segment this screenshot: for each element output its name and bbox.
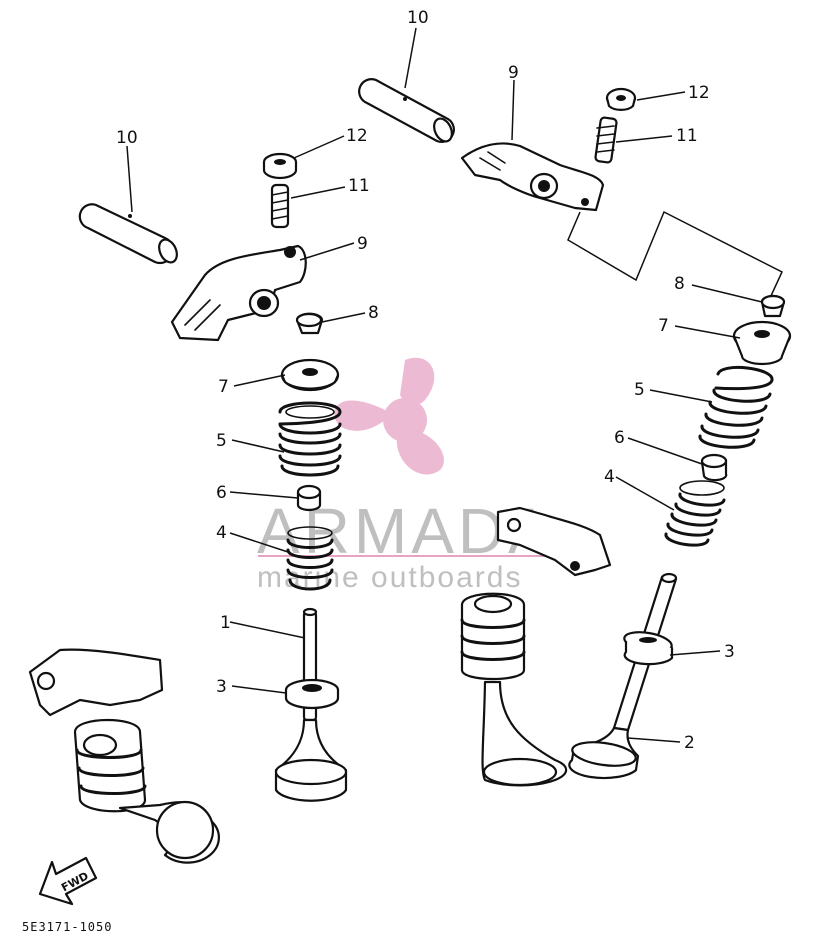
callout-4-left: 4: [216, 523, 227, 543]
callout-12-right: 12: [688, 83, 710, 103]
callout-1: 1: [220, 613, 231, 633]
inner-valve-spring-left: [286, 526, 334, 591]
locknut-right: [605, 87, 637, 111]
rocker-shaft-left: [78, 203, 178, 265]
fwd-arrow-icon: FWD: [38, 856, 98, 906]
valve-cotter-left: [295, 312, 324, 335]
locknut-left: [262, 152, 298, 180]
callout-8-right: 8: [674, 274, 685, 294]
callout-8-left: 8: [368, 303, 379, 323]
callout-3-left: 3: [216, 677, 227, 697]
spring-retainer-right: [732, 320, 792, 366]
callout-5-right: 5: [634, 380, 645, 400]
assembled-valve-center: [460, 506, 612, 787]
leader-lines: [126, 27, 763, 743]
adjusting-screw-left: [270, 183, 290, 229]
callout-2: 2: [684, 733, 695, 753]
callout-9-right: 9: [508, 63, 519, 83]
callout-11-left: 11: [348, 176, 370, 196]
callout-9-left: 9: [357, 234, 368, 254]
adjusting-screw-right: [594, 116, 618, 164]
assembled-valve-left: [28, 648, 220, 864]
valve-seat-left: [284, 678, 340, 710]
callout-11-right: 11: [676, 126, 698, 146]
callout-6-right: 6: [614, 428, 625, 448]
rocker-shaft-right: [358, 78, 455, 143]
callout-4-right: 4: [604, 467, 615, 487]
inner-valve-spring-right: [664, 480, 726, 547]
assembly-connector-line: [567, 210, 783, 299]
callout-6-left: 6: [216, 483, 227, 503]
outer-valve-spring-left: [278, 401, 342, 477]
callout-12-left: 12: [346, 126, 368, 146]
callout-3-right: 3: [724, 642, 735, 662]
valve-cotter-right: [760, 294, 786, 318]
callout-10-right: 10: [407, 8, 429, 28]
part-code: 5E3171-1050: [22, 920, 112, 934]
spring-retainer-left: [280, 358, 340, 392]
propeller-logo-icon: [334, 357, 444, 475]
callout-10-left: 10: [116, 128, 138, 148]
stem-seal-left: [296, 484, 322, 512]
callout-7-right: 7: [658, 316, 669, 336]
rocker-arm-right: [460, 142, 605, 212]
stem-seal-right: [700, 453, 728, 482]
callout-7-left: 7: [218, 377, 229, 397]
rocker-arm-left: [170, 244, 307, 342]
callout-5-left: 5: [216, 431, 227, 451]
valve-seat-right: [623, 631, 674, 666]
exhaust-valve: [568, 572, 678, 780]
outer-valve-spring-right: [698, 366, 774, 449]
callout-labels: 10 10 9 9 12 12 11 11 8 8 7 7 5 5 6 6 4 …: [116, 8, 735, 753]
